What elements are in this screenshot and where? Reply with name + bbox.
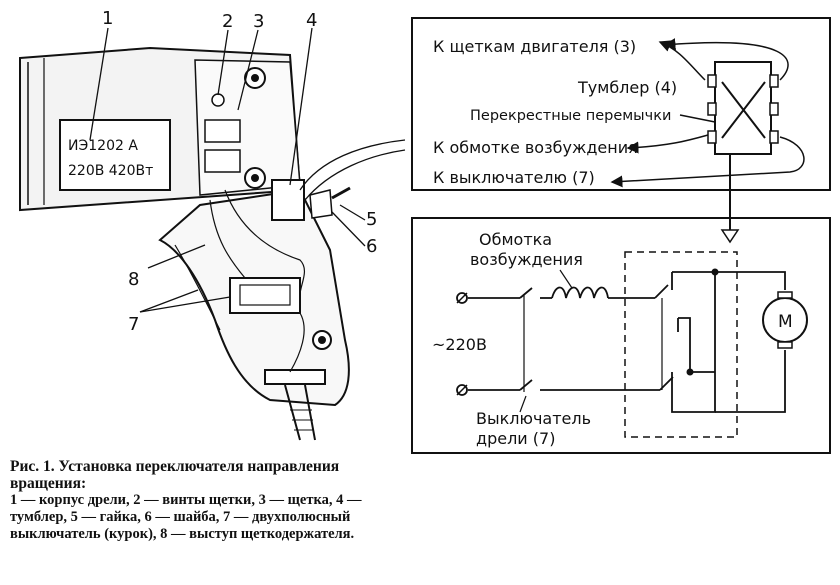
figure: 1 2 3 4 5 6 7 8 ИЭ1202 А 220В 420Вт К ще… [19,8,831,454]
callout-6: 6 [366,236,377,257]
figure-caption: Рис. 1. Установка переключателя направле… [10,458,410,543]
callout-2: 2 [222,11,233,32]
label-jumpers: Перекрестные перемычки [470,108,671,124]
top-panel [411,17,831,244]
callout-4: 4 [306,10,317,31]
label-toggle: Тумблер (4) [577,78,677,97]
plate-line-1: ИЭ1202 А [68,138,138,154]
label-winding-1: Обмотка [479,230,552,249]
label-to-winding: К обмотке возбуждения [433,138,638,157]
callout-5: 5 [366,209,377,230]
label-to-brushes: К щеткам двигателя (3) [433,37,636,56]
caption-body: 1 — корпус дрели, 2 — винты щетки, 3 — щ… [10,492,362,542]
caption-title: Рис. 1. Установка переключателя направле… [10,458,340,492]
motor-label: М [778,312,793,332]
drill-body [19,46,406,441]
plate-line-2: 220В 420Вт [68,163,153,179]
callout-leaders [89,27,366,313]
callout-8: 8 [128,269,139,290]
bottom-panel [411,217,831,454]
label-winding-2: возбуждения [470,250,583,269]
label-voltage: ~220В [432,335,487,354]
label-switch-1: Выключатель [476,409,591,428]
label-switch-2: дрели (7) [476,429,555,448]
callout-3: 3 [253,11,264,32]
callout-1: 1 [102,8,113,29]
callout-7: 7 [128,314,139,335]
label-to-switch: К выключателю (7) [433,168,595,187]
